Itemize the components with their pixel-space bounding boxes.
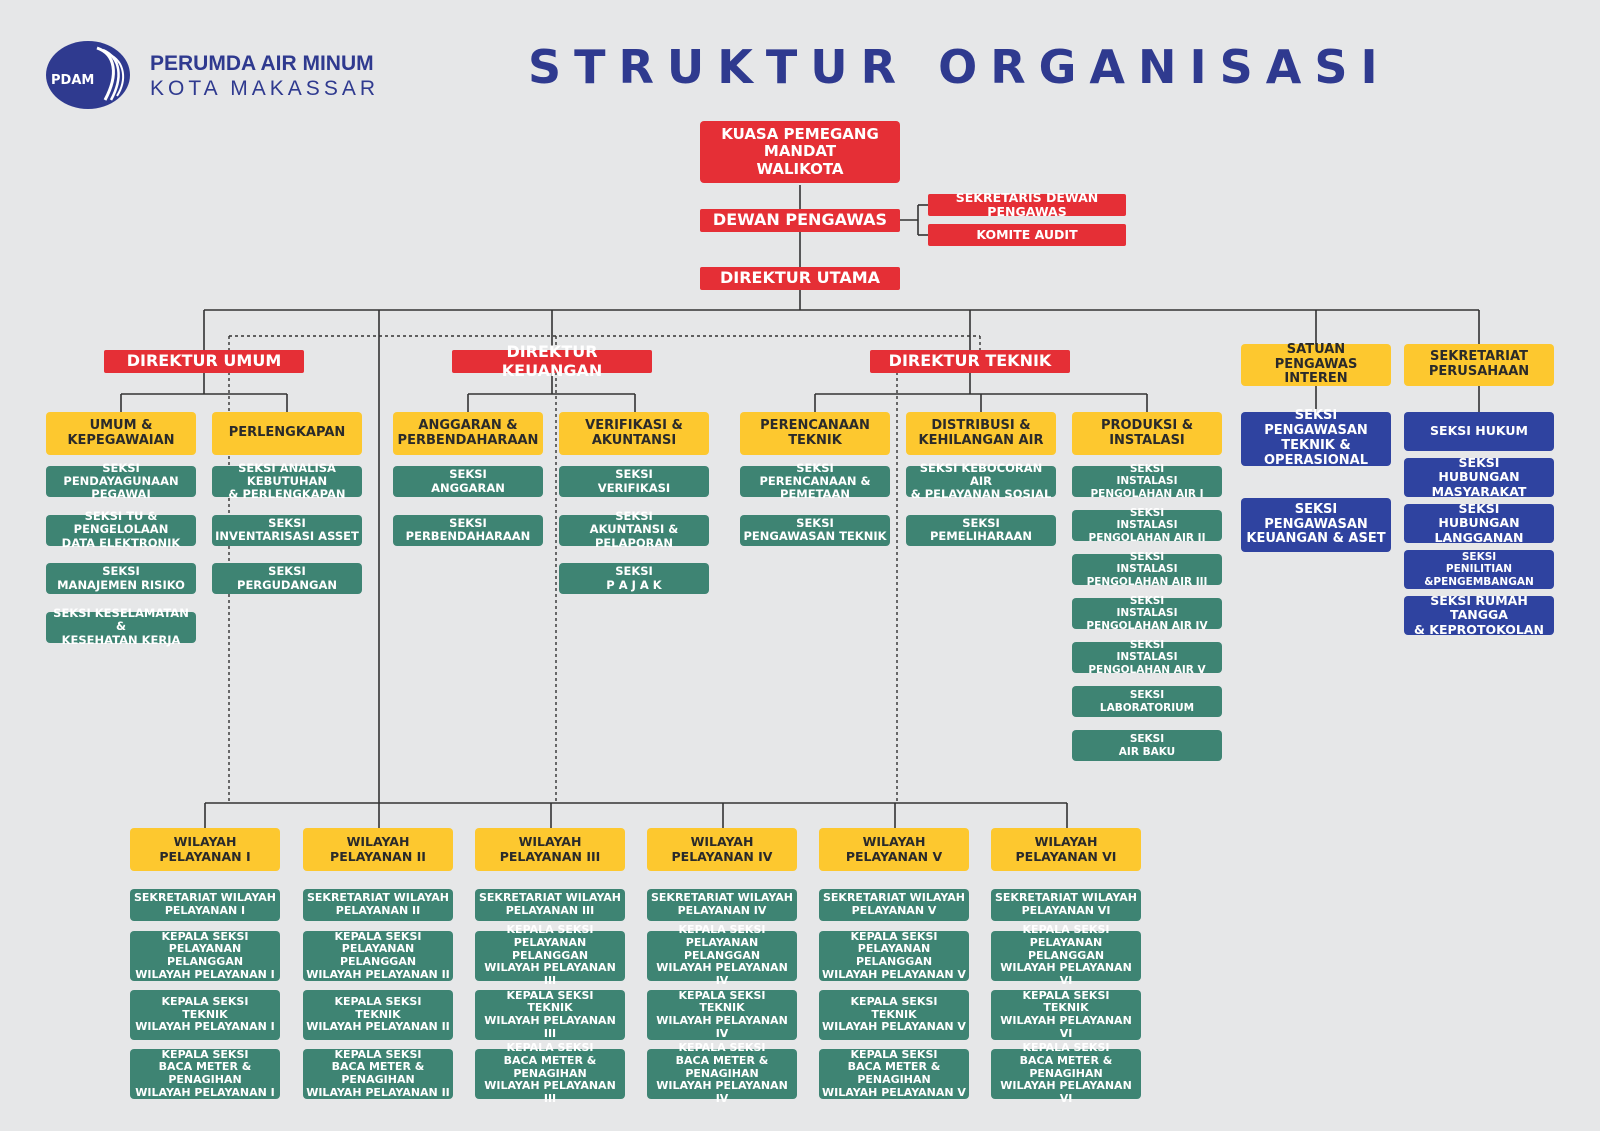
region-box: WILAYAH PELAYANAN VI [991,828,1141,871]
region-section-box: SEKRETARIAT WILAYAH PELAYANAN V [819,889,969,921]
sekper-section-box: SEKSI RUMAH TANGGA & KEPROTOKOLAN [1404,593,1554,636]
direktur-teknik: DIREKTUR TEKNIK [870,350,1070,373]
section-box: SEKSI KEBOCORAN AIR & PELAYANAN SOSIAL [906,461,1056,501]
region-section-box: KEPALA SEKSI BACA METER & PENAGIHAN WILA… [991,1042,1141,1105]
section-box: SEKSI INSTALASI PENGOLAHAN AIR IV [1072,595,1222,632]
section-box: SEKSI INSTALASI PENGOLAHAN AIR V [1072,639,1222,676]
section-box: SEKSI PERBENDAHARAAN [393,514,543,546]
section-box: SEKSI ANALISA KEBUTUHAN & PERLENGKAPAN [212,461,362,501]
region-box: WILAYAH PELAYANAN III [475,828,625,871]
kuasa-pemegang-mandat: KUASA PEMEGANG MANDAT WALIKOTA [700,121,900,183]
division-box: ANGGARAN & PERBENDAHARAAN [393,412,543,455]
division-box: VERIFIKASI & AKUNTANSI [559,412,709,455]
section-box: SEKSI PENDAYAGUNAAN PEGAWAI [46,461,196,501]
section-box: SEKSI INSTALASI PENGOLAHAN AIR III [1072,551,1222,588]
section-box: SEKSI PERENCANAAN & PEMETAAN [740,461,890,501]
region-section-box: KEPALA SEKSI BACA METER & PENAGIHAN WILA… [475,1042,625,1105]
pdam-logo: PDAM [46,41,130,109]
sekretaris-dewan-pengawas: SEKRETARIS DEWAN PENGAWAS [928,190,1126,219]
section-box: SEKSI PEMELIHARAAN [906,514,1056,546]
region-section-box: KEPALA SEKSI BACA METER & PENAGIHAN WILA… [130,1048,280,1099]
direktur-keuangan: DIREKTUR KEUANGAN [452,342,652,379]
region-section-box: KEPALA SEKSI BACA METER & PENAGIHAN WILA… [647,1042,797,1105]
region-section-box: KEPALA SEKSI PELAYANAN PELANGGAN WILAYAH… [819,930,969,981]
region-section-box: KEPALA SEKSI PELAYANAN PELANGGAN WILAYAH… [303,930,453,981]
region-section-box: KEPALA SEKSI BACA METER & PENAGIHAN WILA… [819,1048,969,1099]
region-section-box: KEPALA SEKSI TEKNIK WILAYAH PELAYANAN VI [991,989,1141,1040]
section-box: SEKSI VERIFIKASI [559,466,709,497]
region-section-box: SEKRETARIAT WILAYAH PELAYANAN I [130,889,280,921]
section-box: SEKSI INSTALASI PENGOLAHAN AIR II [1072,507,1222,544]
section-box: SEKSI KESELAMATAN & KESEHATAN KERJA [46,607,196,646]
division-box: PERLENGKAPAN [212,412,362,455]
region-section-box: SEKRETARIAT WILAYAH PELAYANAN III [475,889,625,921]
section-box: SEKSI LABORATORIUM [1072,686,1222,717]
region-section-box: KEPALA SEKSI PELAYANAN PELANGGAN WILAYAH… [475,924,625,987]
section-box: SEKSI MANAJEMEN RISIKO [46,563,196,594]
region-section-box: SEKRETARIAT WILAYAH PELAYANAN II [303,889,453,921]
sekper-section-box: SEKSI HUBUNGAN LANGGANAN [1404,501,1554,544]
komite-audit: KOMITE AUDIT [928,224,1126,246]
region-box: WILAYAH PELAYANAN IV [647,828,797,871]
region-section-box: KEPALA SEKSI TEKNIK WILAYAH PELAYANAN I [130,990,280,1040]
region-box: WILAYAH PELAYANAN II [303,828,453,871]
region-section-box: KEPALA SEKSI TEKNIK WILAYAH PELAYANAN IV [647,989,797,1040]
spi-section-box: SEKSI PENGAWASAN TEKNIK & OPERASIONAL [1241,408,1391,468]
section-box: SEKSI ANGGARAN [393,466,543,497]
logo-text: PDAM [51,73,94,88]
region-section-box: SEKRETARIAT WILAYAH PELAYANAN VI [991,889,1141,921]
dewan-pengawas: DEWAN PENGAWAS [700,209,900,232]
section-box: SEKSI INVENTARISASI ASSET [212,514,362,546]
region-section-box: KEPALA SEKSI PELAYANAN PELANGGAN WILAYAH… [130,930,280,981]
sekper-section-box: SEKSI HUKUM [1404,412,1554,451]
division-box: PERENCANAAN TEKNIK [740,412,890,455]
region-box: WILAYAH PELAYANAN I [130,828,280,871]
region-section-box: KEPALA SEKSI TEKNIK WILAYAH PELAYANAN V [819,990,969,1040]
division-box: UMUM & KEPEGAWAIAN [46,412,196,455]
section-box: SEKSI AKUNTANSI & PELAPORAN [559,510,709,549]
division-box: DISTRIBUSI & KEHILANGAN AIR [906,412,1056,455]
region-section-box: KEPALA SEKSI TEKNIK WILAYAH PELAYANAN II… [475,989,625,1040]
org-name-line1: PERUMDA AIR MINUM [150,52,374,75]
section-box: SEKSI INSTALASI PENGOLAHAN AIR I [1072,463,1222,500]
sekper-section-box: SEKSI PENILITIAN &PENGEMBANGAN [1404,550,1554,589]
region-section-box: SEKRETARIAT WILAYAH PELAYANAN IV [647,889,797,921]
section-box: SEKSI PENGAWASAN TEKNIK [740,514,890,546]
spi-section-box: SEKSI PENGAWASAN KEUANGAN & ASET [1241,498,1391,552]
section-box: SEKSI P A J A K [559,563,709,594]
region-section-box: KEPALA SEKSI BACA METER & PENAGIHAN WILA… [303,1048,453,1099]
sekper-section-box: SEKSI HUBUNGAN MASYARAKAT [1404,455,1554,498]
satuan-pengawas-interen: SATUAN PENGAWAS INTEREN [1241,342,1391,386]
division-box: PRODUKSI & INSTALASI [1072,412,1222,455]
section-box: SEKSI TU & PENGELOLAAN DATA ELEKTRONIK [46,510,196,549]
page-title: STRUKTUR ORGANISASI [528,40,1391,94]
region-section-box: KEPALA SEKSI PELAYANAN PELANGGAN WILAYAH… [647,924,797,987]
org-name-line2: KOTA MAKASSAR [150,77,379,100]
section-box: SEKSI AIR BAKU [1072,730,1222,761]
section-box: SEKSI PERGUDANGAN [212,563,362,594]
region-section-box: KEPALA SEKSI PELAYANAN PELANGGAN WILAYAH… [991,924,1141,987]
direktur-umum: DIREKTUR UMUM [104,350,304,373]
sekretariat-perusahaan: SEKRETARIAT PERUSAHAAN [1404,344,1554,386]
region-section-box: KEPALA SEKSI TEKNIK WILAYAH PELAYANAN II [303,990,453,1040]
region-box: WILAYAH PELAYANAN V [819,828,969,871]
direktur-utama: DIREKTUR UTAMA [700,267,900,290]
